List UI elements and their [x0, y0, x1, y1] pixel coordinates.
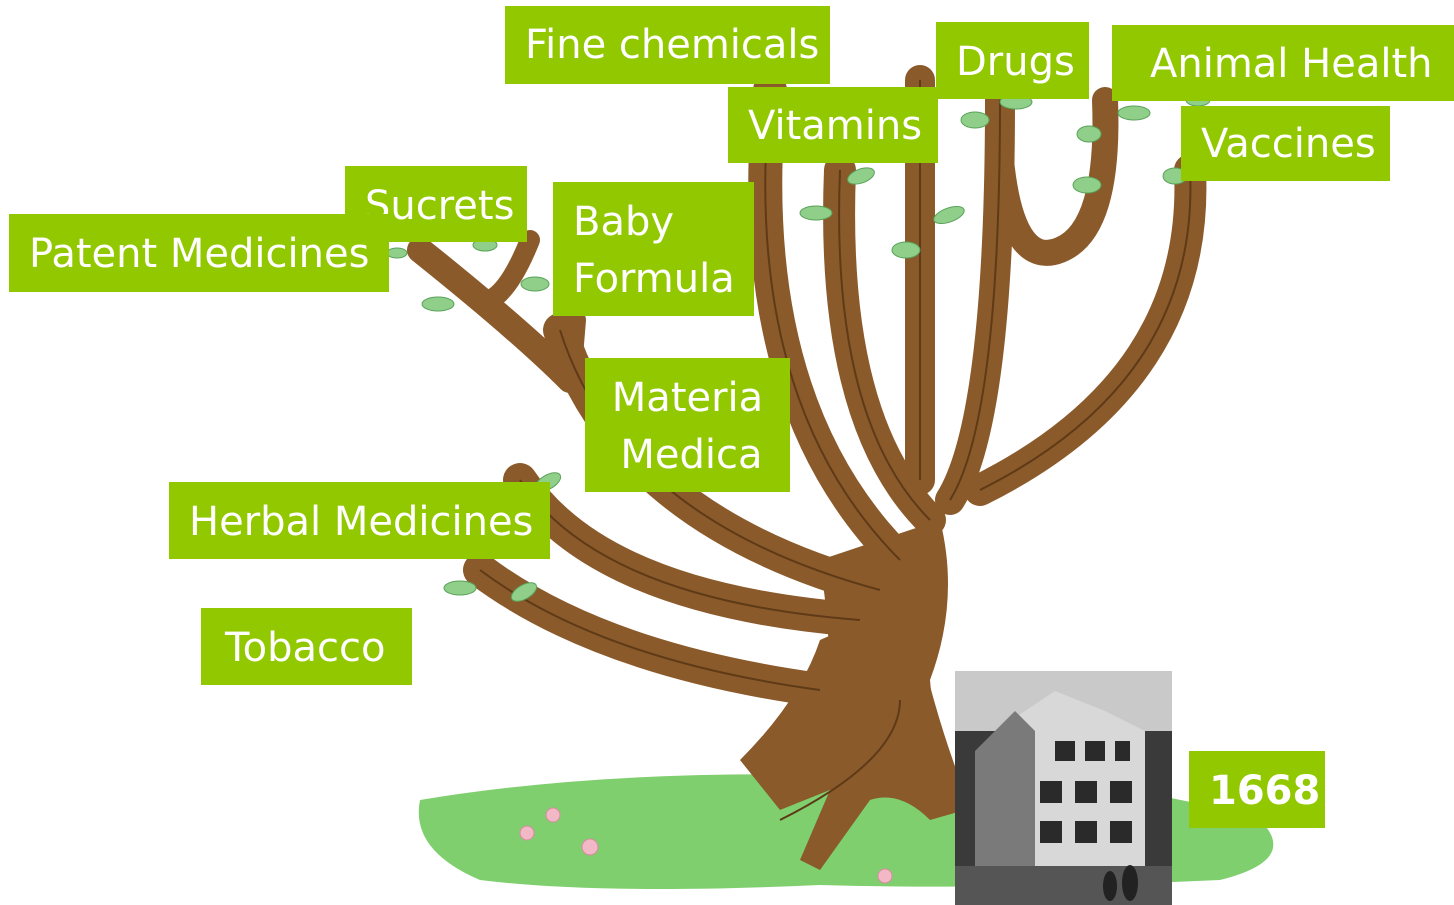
- label-vitamins: Vitamins: [728, 87, 938, 163]
- label-baby-formula-line1: Baby: [573, 194, 734, 251]
- branches: [420, 80, 1190, 690]
- label-vaccines: Vaccines: [1181, 106, 1390, 181]
- label-materia-medica-line2: Medica: [605, 427, 770, 484]
- label-patent-medicines: Patent Medicines: [9, 214, 389, 292]
- label-fine-chemicals: Fine chemicals: [505, 6, 830, 84]
- label-year-1668: 1668: [1189, 751, 1325, 828]
- label-tobacco: Tobacco: [201, 608, 412, 685]
- label-baby-formula: Baby Formula: [553, 182, 754, 316]
- label-animal-health: Animal Health: [1112, 25, 1454, 101]
- building-photo: [955, 671, 1172, 905]
- label-baby-formula-line2: Formula: [573, 251, 734, 308]
- label-materia-medica-line1: Materia: [605, 370, 770, 427]
- label-materia-medica: Materia Medica: [585, 358, 790, 492]
- label-herbal-medicines: Herbal Medicines: [169, 482, 550, 559]
- label-drugs: Drugs: [936, 22, 1089, 99]
